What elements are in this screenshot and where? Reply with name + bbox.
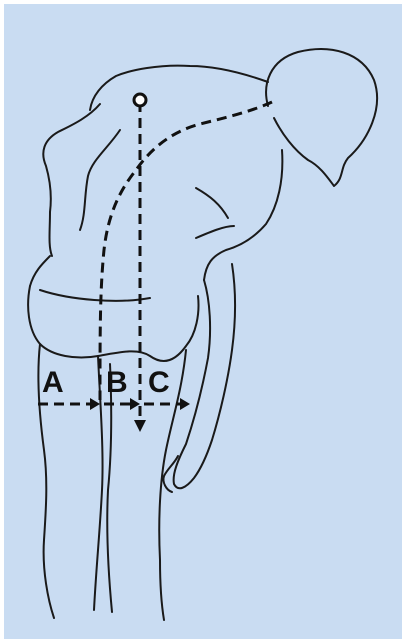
arrowhead-c xyxy=(180,398,190,410)
raised-arm-outline xyxy=(43,104,100,256)
arrowhead-a xyxy=(90,398,100,410)
back-curve-outline xyxy=(196,188,228,218)
label-b: B xyxy=(106,366,128,399)
pelvis-upper-outline xyxy=(40,290,150,301)
waist-crease-outline xyxy=(196,226,234,238)
plumb-origin-marker xyxy=(134,94,146,106)
torso-right-outline xyxy=(204,150,282,280)
pelvis-outline xyxy=(28,286,198,361)
label-c: C xyxy=(148,366,170,399)
raised-arm-inner-outline xyxy=(80,130,120,230)
torso-left-outline xyxy=(30,256,50,286)
label-a: A xyxy=(42,366,64,399)
inner-right-leg-outline xyxy=(107,364,112,612)
arrowhead-down xyxy=(134,420,146,432)
upper-back-outline xyxy=(90,66,268,110)
